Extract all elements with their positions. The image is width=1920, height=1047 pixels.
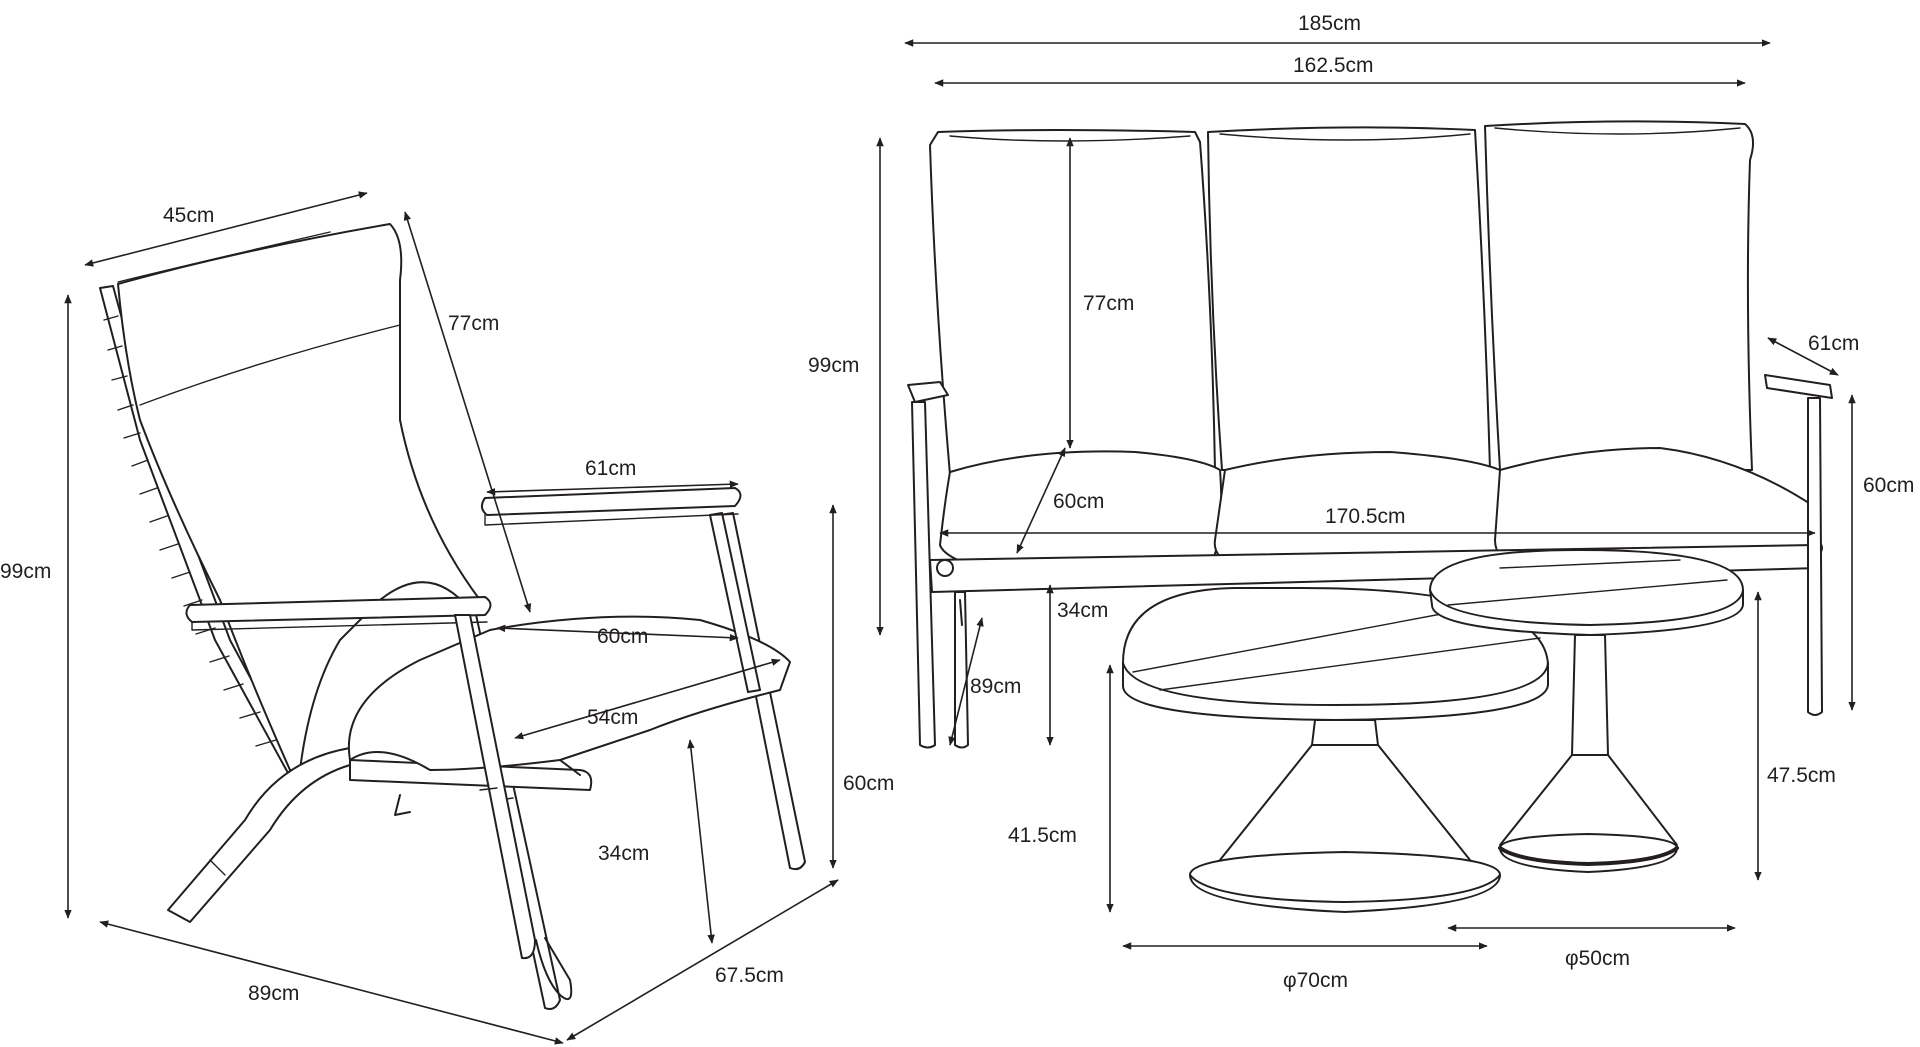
large-table-height-label: 41.5cm bbox=[1008, 824, 1077, 847]
chair-dimension-labels: 45cm 77cm 99cm 61cm 60cm 54cm 34cm 60cm … bbox=[0, 204, 894, 1005]
sofa-backrest-height-label: 77cm bbox=[1083, 292, 1134, 315]
sofa-total-height-label: 99cm bbox=[808, 354, 859, 377]
sofa-arm-length-label: 61cm bbox=[1808, 332, 1859, 355]
table-dimension-labels: 41.5cm 47.5cm φ70cm φ50cm bbox=[1008, 764, 1836, 992]
chair-arm-length-label: 61cm bbox=[585, 457, 636, 480]
chair-seat-depth-label: 60cm bbox=[597, 625, 648, 648]
chair-arm-height-label: 60cm bbox=[843, 772, 894, 795]
sofa-seat-width-label: 170.5cm bbox=[1325, 505, 1406, 528]
chair-total-width-label: 67.5cm bbox=[715, 964, 784, 987]
sofa-dimension-lines bbox=[876, 39, 1856, 746]
sofa-seat-height-label: 34cm bbox=[1057, 599, 1108, 622]
large-table-diameter-label: φ70cm bbox=[1283, 969, 1348, 992]
small-table-height-label: 47.5cm bbox=[1767, 764, 1836, 787]
chair-total-height-label: 99cm bbox=[0, 560, 51, 583]
sofa-inner-width-label: 162.5cm bbox=[1293, 54, 1374, 77]
chair-headrest-width-label: 45cm bbox=[163, 204, 214, 227]
sofa-total-width-label: 185cm bbox=[1298, 12, 1361, 35]
chair-seat-height-label: 34cm bbox=[598, 842, 649, 865]
chair-backrest-height-label: 77cm bbox=[448, 312, 499, 335]
chair-dimension-lines bbox=[64, 191, 839, 1045]
sofa-seat-depth-label: 60cm bbox=[1053, 490, 1104, 513]
chair-total-depth-label: 89cm bbox=[248, 982, 299, 1005]
side-tables-drawing bbox=[1121, 549, 1744, 913]
chair-seat-width-label: 54cm bbox=[587, 706, 638, 729]
lounge-chair-drawing bbox=[99, 223, 806, 1010]
sofa-dimension-labels: 185cm 162.5cm 77cm 99cm 61cm 60cm 60cm 1… bbox=[808, 12, 1914, 698]
sofa-arm-height-label: 60cm bbox=[1863, 474, 1914, 497]
sofa-total-depth-label: 89cm bbox=[970, 675, 1021, 698]
table-dimension-lines bbox=[1106, 591, 1762, 950]
small-table-diameter-label: φ50cm bbox=[1565, 947, 1630, 970]
